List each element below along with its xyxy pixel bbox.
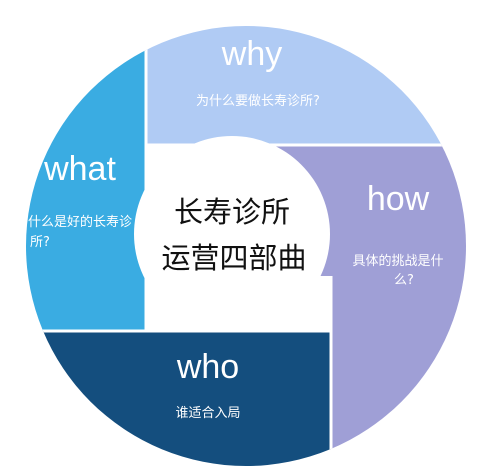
who-title: who (176, 348, 239, 386)
what-question-line2: 所? (30, 235, 50, 250)
how-question-line2: 么? (394, 273, 414, 288)
center-hub (134, 136, 330, 332)
center-title-line2: 运营四部曲 (161, 241, 306, 275)
who-segment (26, 331, 331, 466)
what-title: what (43, 150, 116, 188)
why-segment (146, 26, 466, 145)
center-title-line1: 长寿诊所 (174, 195, 290, 229)
how-question-line1: 具体的挑战是什 (352, 253, 443, 269)
why-title: why (221, 35, 282, 73)
who-question: 谁适合入局 (175, 406, 240, 421)
how-title: how (367, 180, 430, 218)
why-question: 为什么要做长寿诊所? (196, 94, 320, 109)
what-question-line1: 什么是好的长寿诊 (28, 214, 132, 230)
